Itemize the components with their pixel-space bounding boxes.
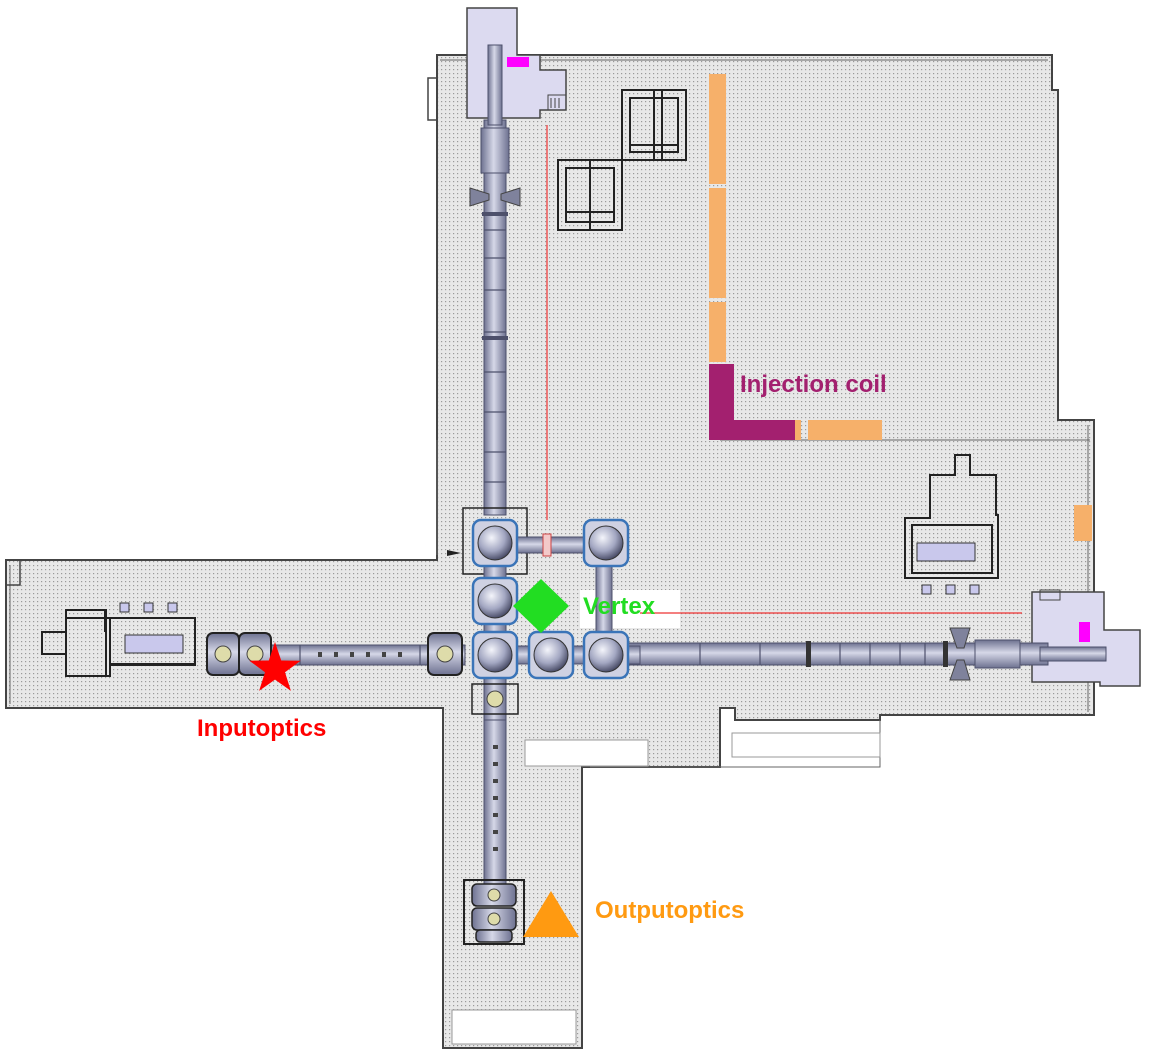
east-beam-tube bbox=[627, 627, 1107, 681]
east-end-station bbox=[1031, 589, 1141, 687]
vertex-label: Vertex bbox=[583, 593, 656, 620]
injection-coil-path bbox=[709, 74, 882, 440]
injection-coil-label: Injection coil bbox=[740, 371, 887, 398]
vertex-diamond-marker bbox=[513, 579, 569, 633]
north-beam-tube bbox=[469, 44, 521, 516]
south-beam-tube bbox=[463, 714, 525, 945]
outputoptics-triangle-marker bbox=[523, 891, 579, 937]
central-chambers bbox=[447, 507, 641, 721]
inputoptics-label: Inputoptics bbox=[197, 715, 326, 742]
outputoptics-label: Outputoptics bbox=[595, 897, 744, 924]
alignment-lines bbox=[546, 125, 1022, 614]
output-optics-tanks bbox=[463, 879, 525, 945]
inputoptics-star-marker bbox=[249, 642, 301, 691]
